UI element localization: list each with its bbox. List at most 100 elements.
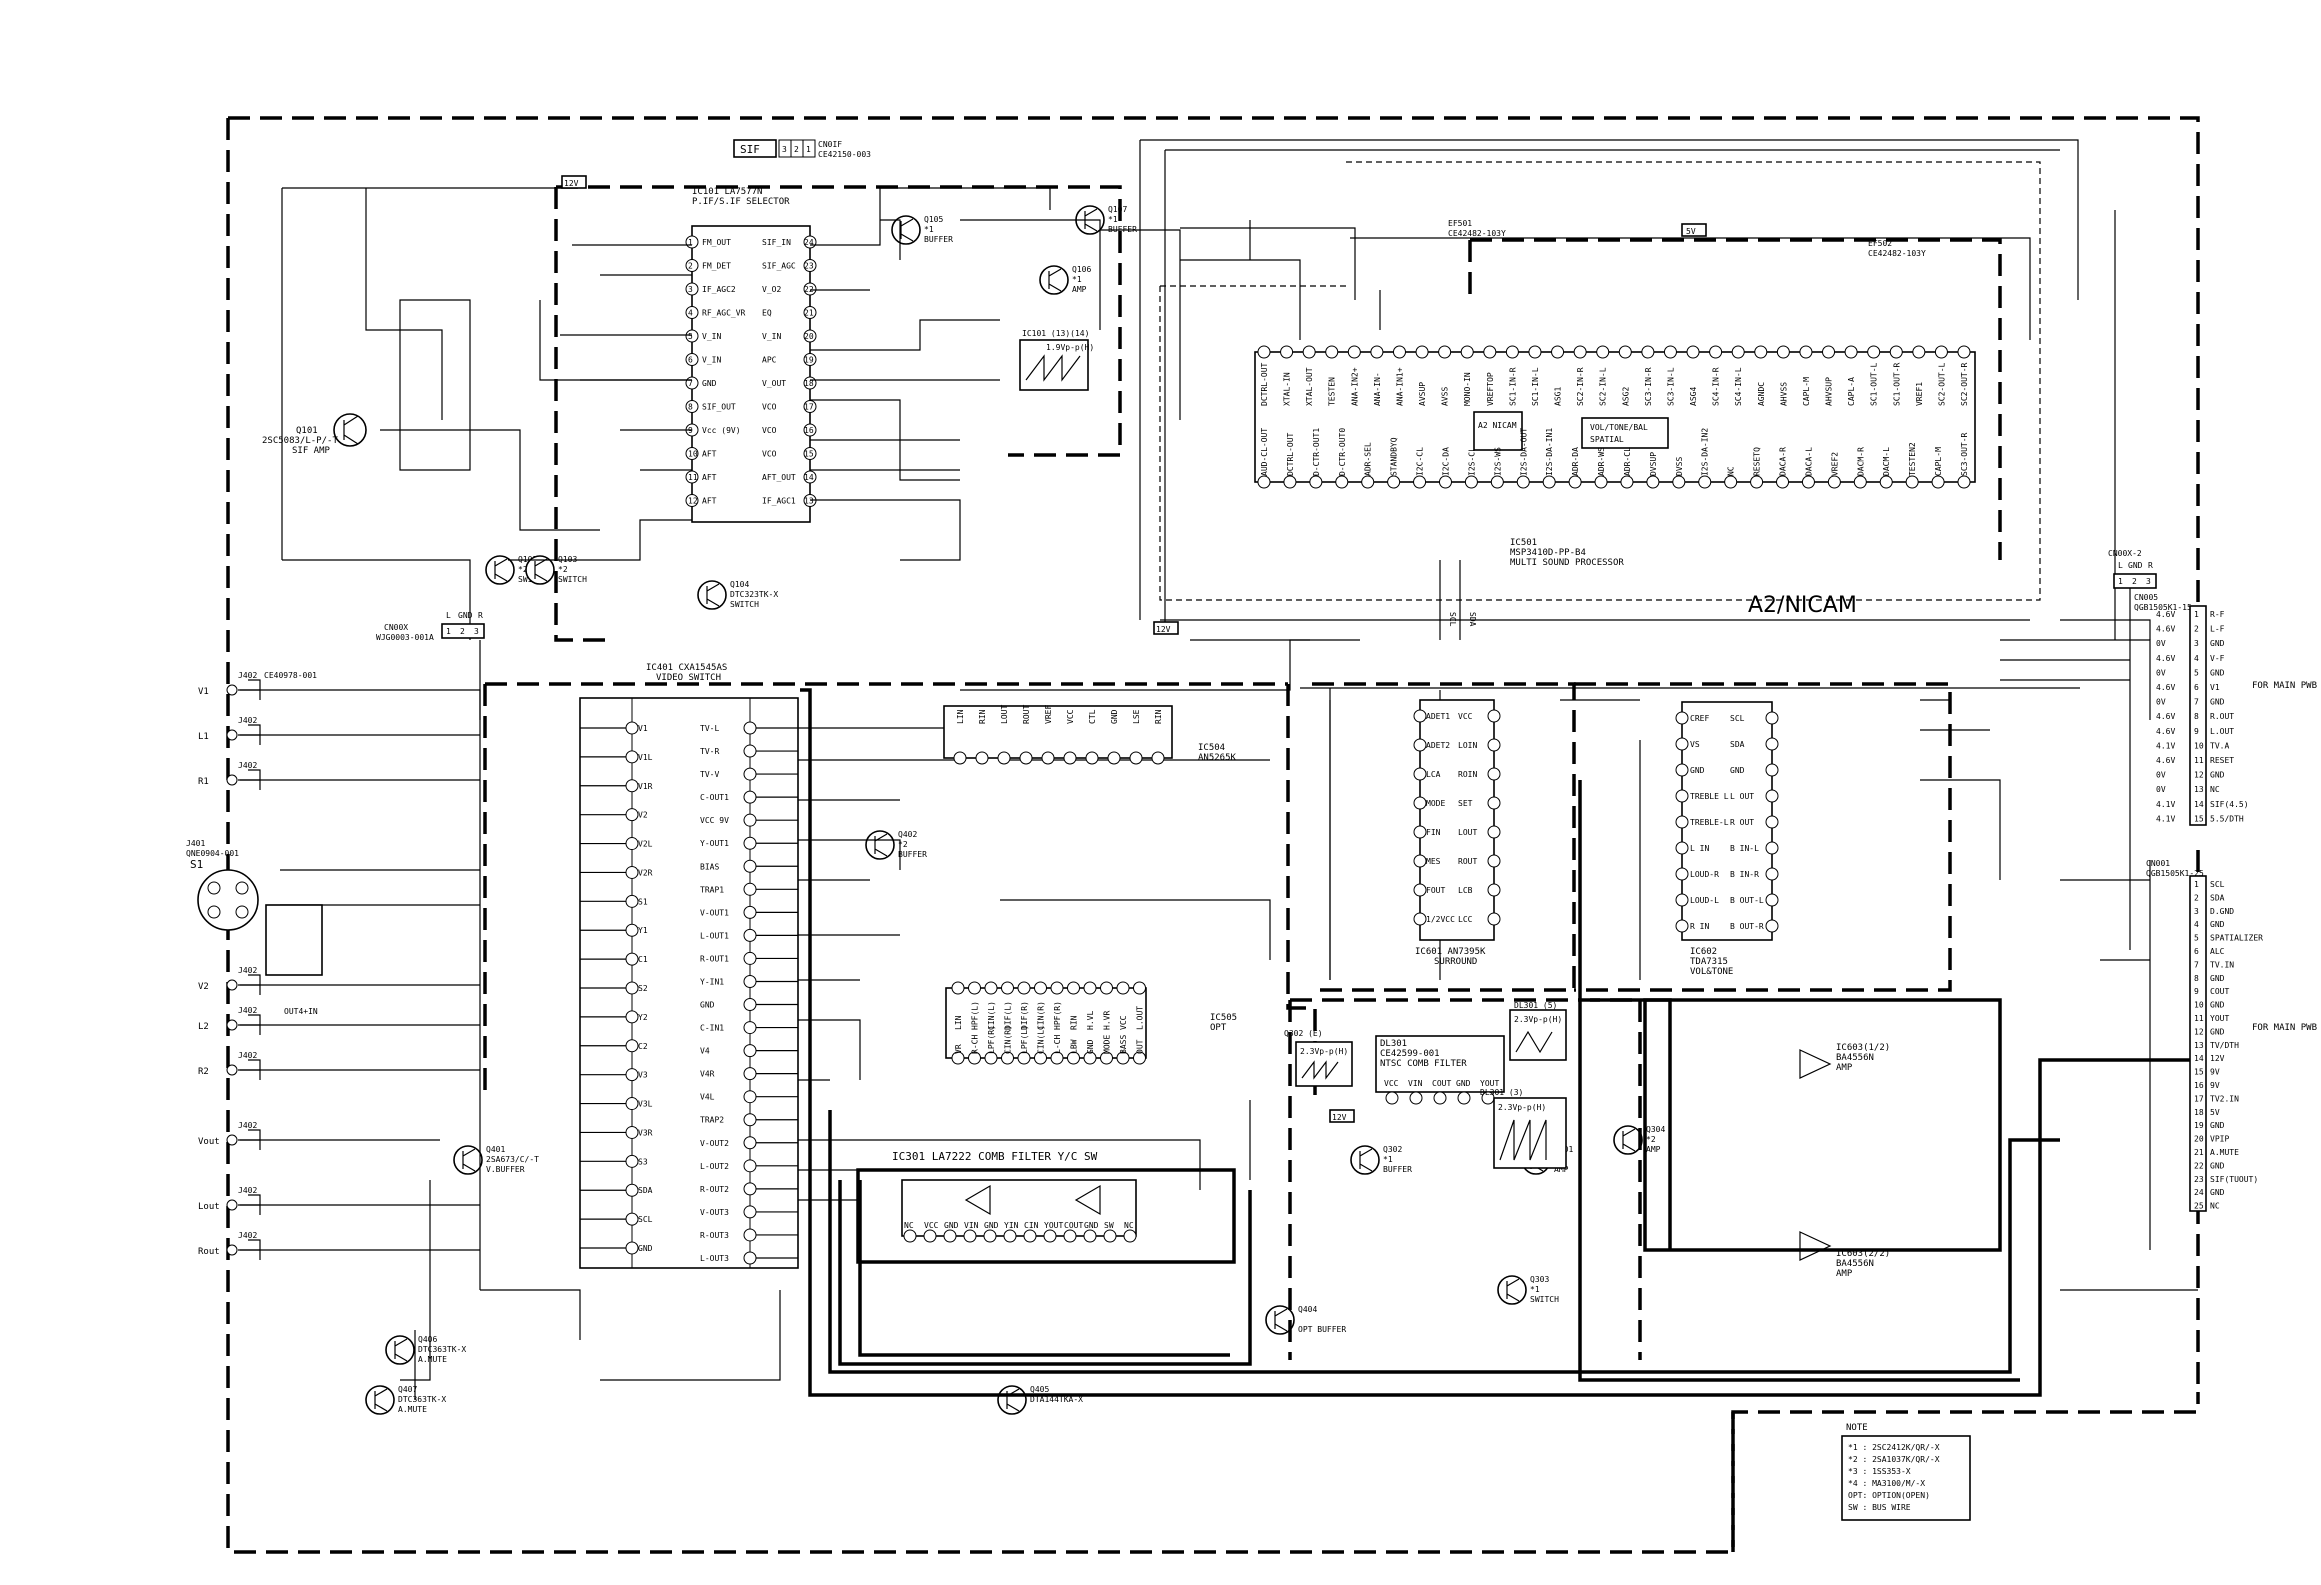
ic505-bottom-pin	[1050, 1051, 1064, 1065]
ic401-right-pin	[743, 998, 757, 1012]
ic101-pin-num: 24	[804, 238, 814, 247]
ic501-bottom-pin	[1853, 475, 1867, 489]
transistor-desc: BUFFER	[1383, 1165, 1412, 1174]
transistor-ref: Q405	[1030, 1385, 1049, 1394]
ic602-right-pin-name: R OUT	[1730, 818, 1754, 827]
ic501-volbox-line2: SPATIAL	[1590, 435, 1624, 444]
ic504-pin	[1151, 751, 1165, 765]
ic401-left-pin-name: V2R	[638, 868, 653, 877]
ic501-top-pin	[1551, 345, 1565, 359]
ic101-pin-num: 15	[804, 450, 814, 459]
ic501-bottom-pin-name: I2S-DA-OUT	[1519, 428, 1528, 476]
ic505-bottom-pin	[968, 1051, 981, 1065]
cn00x2-pin-3: 3	[2146, 577, 2151, 586]
cn001-pin-sig: D.GND	[2210, 907, 2234, 916]
ic505-bottom-pin	[1067, 1051, 1080, 1065]
ic602-part: TDA7315	[1690, 957, 1728, 967]
ic401-left-pin	[625, 721, 639, 735]
ic501-bottom-pin	[1568, 475, 1582, 489]
ic101-pin-name: AFT_OUT	[762, 473, 796, 482]
ic601-pin-name: ADET1	[1426, 712, 1450, 721]
ic401-right-pin-name: C-OUT1	[700, 793, 729, 802]
transistor-note: *2	[898, 840, 908, 849]
ic301-pin-name: SW	[1104, 1221, 1114, 1230]
ic504-pin	[1085, 751, 1099, 765]
ic401-left-pin-name: SDA	[638, 1186, 653, 1195]
transistor-note: *1	[1108, 215, 1118, 224]
cn005-ref: CN005	[2134, 593, 2158, 602]
wiring	[240, 139, 2198, 1400]
ic501-top-pin-name: SC4-IN-R	[1712, 367, 1721, 406]
ic601-pin	[1487, 854, 1501, 868]
ic602-left-pin-name: CREF	[1690, 714, 1709, 723]
ef501-part: CE42482-103Y	[1448, 229, 1506, 238]
ic602-left-pin-name: GND	[1690, 766, 1705, 775]
ic501-bottom-pin-name: D-CTR-OUT0	[1338, 428, 1347, 476]
cn001-pin-num: 1	[2194, 880, 2199, 889]
ic501-ref: IC501	[1510, 538, 1537, 548]
ic401-left-pin	[625, 1010, 639, 1024]
ic603b-ref: IC603(2/2)	[1836, 1249, 1890, 1259]
ic501-bottom-pin-name: DACA-L	[1804, 447, 1813, 476]
ic602-right-pin	[1765, 711, 1779, 725]
jack-label: Lout	[198, 1202, 220, 1212]
ic501-top-pin	[1822, 345, 1836, 359]
sif-pin-2: 2	[794, 145, 799, 154]
ic101-pin-20	[803, 329, 817, 343]
cn001-pin-sig: SDA	[2210, 893, 2225, 902]
transistor-desc: V.BUFFER	[486, 1165, 525, 1174]
ic501-top-pin	[1686, 345, 1700, 359]
ic504-pin-name: LOUT	[1000, 705, 1009, 724]
cn005: CN005 QGB1505K1-15 FOR MAIN PWB ASS'Y	[2134, 593, 2321, 691]
cn00x2-label-r: R	[2148, 561, 2153, 570]
ic505-bottom-pin-name: MODE	[1103, 1035, 1112, 1054]
cn005-pin-voltage: 4.6V	[2156, 610, 2175, 619]
ic504-pin	[1129, 751, 1143, 765]
ic101-desc: P.IF/S.IF SELECTOR	[692, 197, 790, 207]
ic301-pin-name: GND	[984, 1221, 999, 1230]
ic504-part: AN5265K	[1198, 753, 1237, 763]
ic501-top-pin	[1934, 345, 1948, 359]
ic401-left-pin-name: SCL	[638, 1215, 653, 1224]
cn005-pin-num: 6	[2194, 683, 2199, 692]
jack-label: R1	[198, 777, 209, 787]
rail-12v-mid-label: 12V	[1156, 625, 1171, 634]
transistor-ref: Q407	[398, 1385, 417, 1394]
ic301-pin	[903, 1229, 917, 1243]
ic602-left-pin-name: R IN	[1690, 922, 1709, 931]
note-lines: *1 : 2SC2412K/QR/-X*2 : 2SA1037K/QR/-X*3…	[1848, 1443, 1940, 1512]
ic501-top-pin-name: CAPL-M	[1802, 377, 1811, 406]
ic504-pin-name: RIN	[1154, 709, 1163, 724]
cn005-pin-voltage: 0V	[2156, 698, 2166, 707]
ic301-pin	[1023, 1229, 1037, 1243]
cn001-pin-sig: COUT	[2210, 987, 2229, 996]
ic101-pin-num: 3	[688, 285, 693, 294]
ic602-left-pin-name: L IN	[1690, 844, 1709, 853]
cn005-pin-sig: GND	[2210, 698, 2225, 707]
ic401-left-pin	[625, 923, 639, 937]
jack-part: CE40978-001	[264, 671, 317, 680]
ic501-top-pin-name: AVSS	[1441, 387, 1450, 406]
ic501-top-pin	[1957, 345, 1971, 359]
ic601-pin-name: LOUT	[1458, 828, 1477, 837]
transistor-desc: SWITCH	[558, 575, 587, 584]
ic401-right-pin	[743, 859, 757, 873]
cn005-pin-sig: SIF(4.5)	[2210, 800, 2249, 809]
ic501-bottom-pin-name: ADR-SEL	[1364, 442, 1373, 476]
ic504-pin-name: VCC	[1066, 709, 1075, 724]
ic505-bottom-pin-name: R-CH	[971, 1035, 980, 1054]
ic505-top-pin	[968, 981, 981, 995]
ic602-right-pin	[1765, 867, 1779, 881]
ic401-desc: VIDEO SWITCH	[656, 673, 721, 683]
cn005-pin-voltage: 4.6V	[2156, 625, 2175, 634]
ic505-top-pin	[1001, 981, 1014, 995]
cn005-pin-num: 11	[2194, 756, 2204, 765]
a2-nicam-title: A2/NICAM	[1748, 593, 1857, 618]
ic501-bottom-pin	[1879, 475, 1893, 489]
ic501-bottom-pin	[1672, 475, 1686, 489]
